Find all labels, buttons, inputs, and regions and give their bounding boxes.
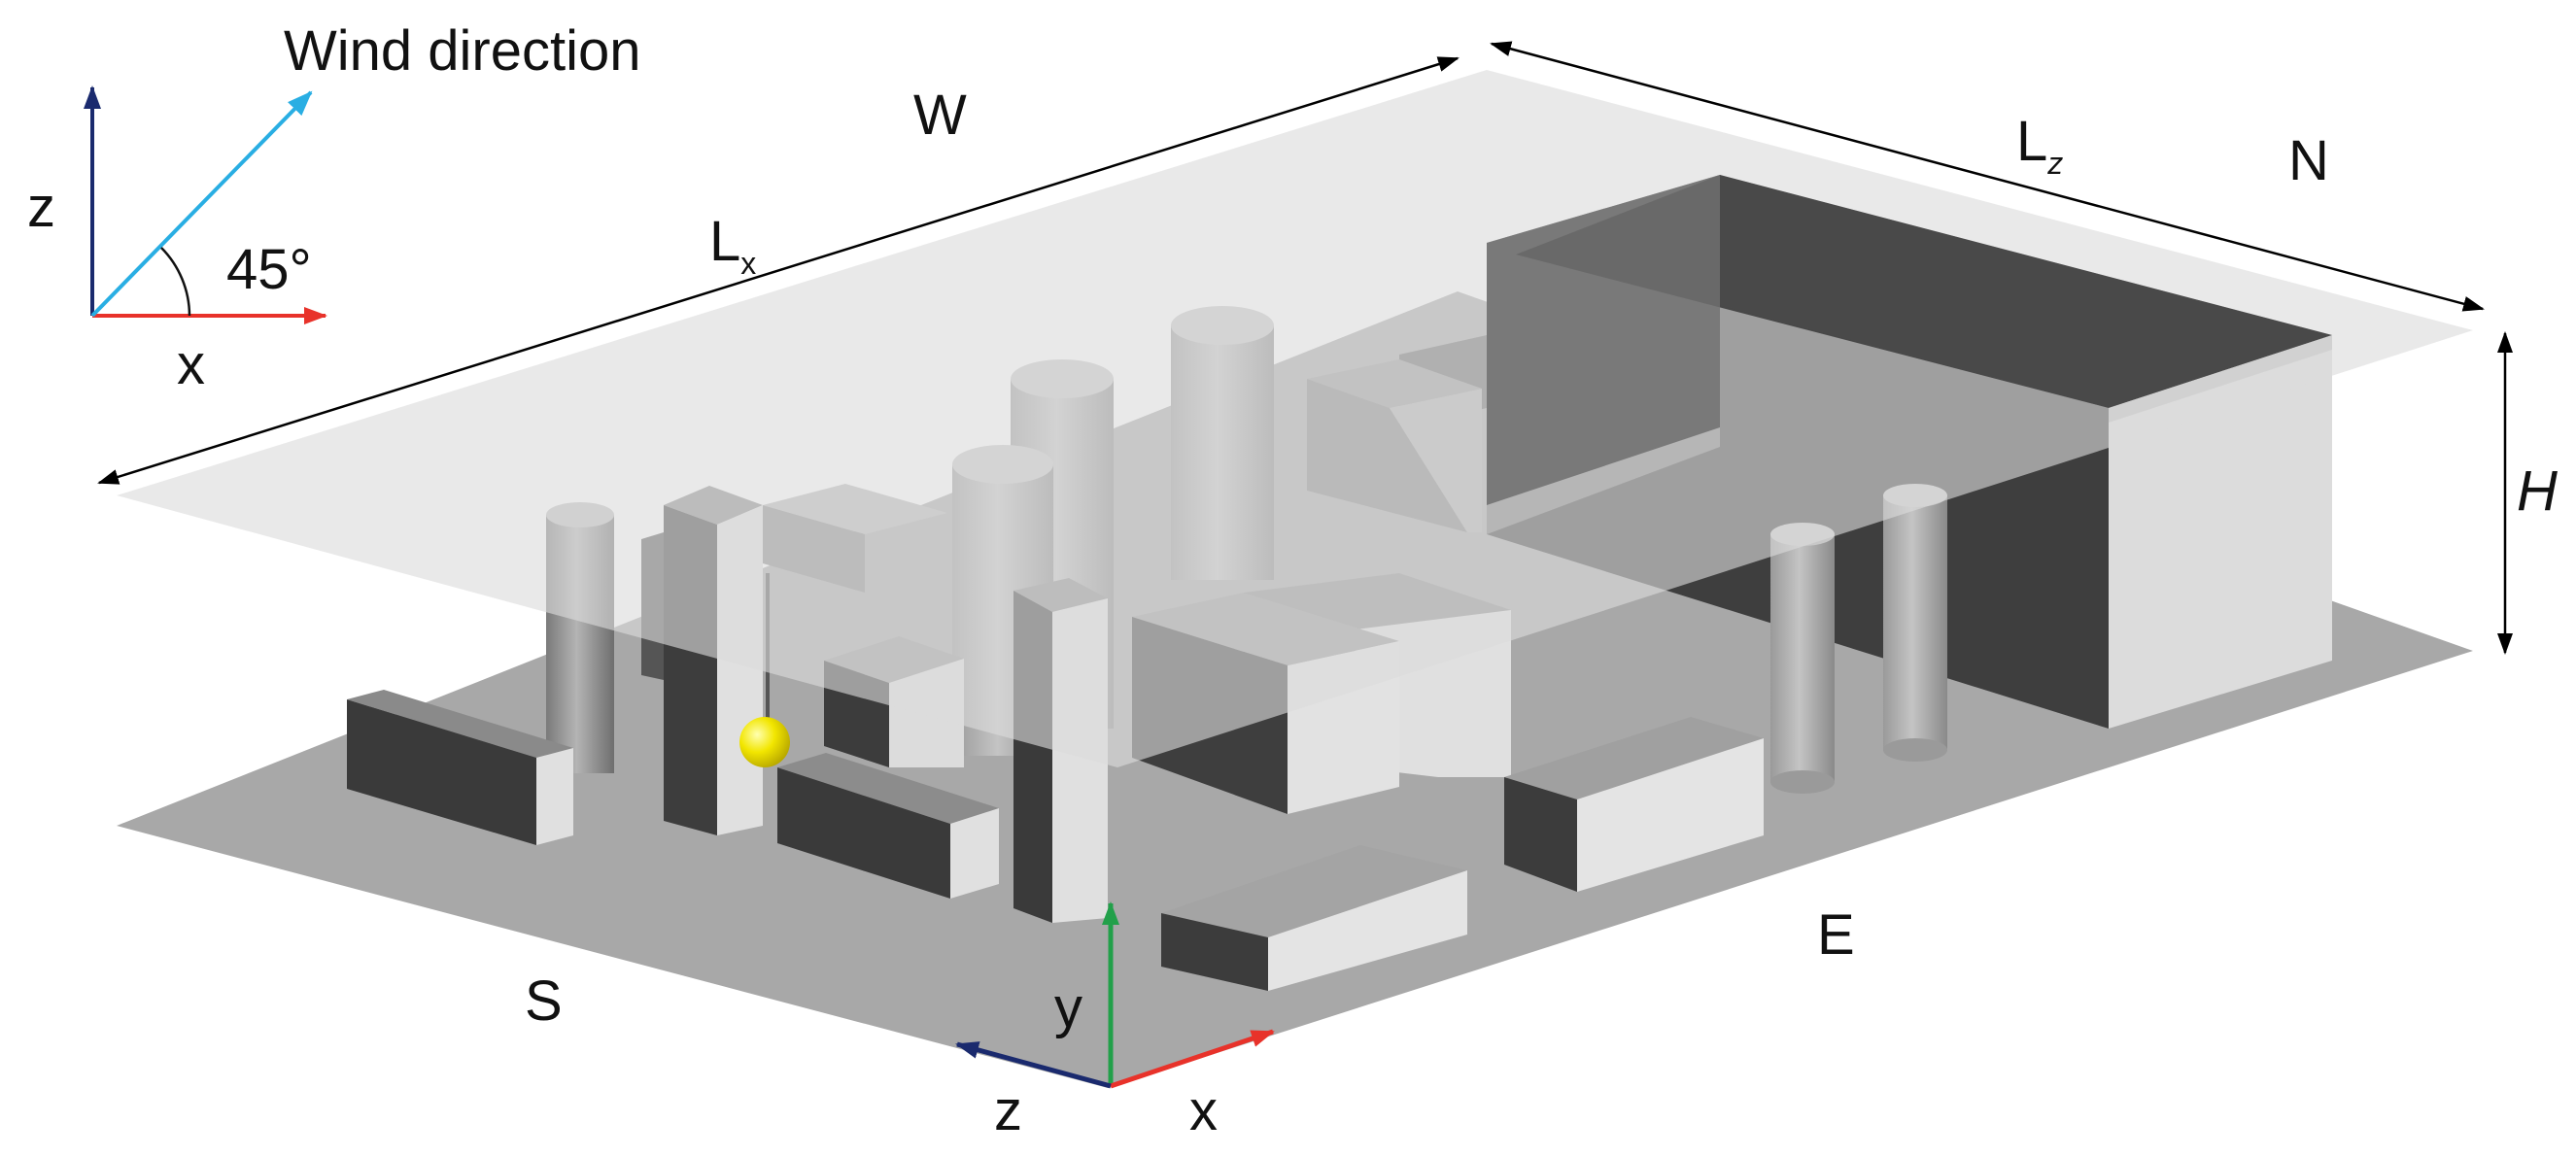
lz-label: Lz: [2016, 110, 2063, 181]
lx-label: Lx: [709, 210, 756, 281]
wind-direction-arrow: [90, 90, 313, 318]
box-front-center: [1161, 845, 1467, 991]
probe-sphere: [739, 717, 790, 767]
origin-x-label: x: [1189, 1079, 1218, 1142]
origin-y-label: y: [1054, 976, 1082, 1039]
wind-legend: Wind direction 45° z x: [27, 19, 640, 396]
angle-label: 45°: [226, 238, 312, 301]
origin-z-axis: [955, 1041, 1112, 1089]
origin-z-label: z: [994, 1079, 1022, 1142]
legend-z-label: z: [27, 176, 55, 239]
origin-axes: y z x: [955, 901, 1275, 1142]
lz-dimension-line: [1490, 41, 2485, 312]
compass-south: S: [525, 969, 563, 1033]
compass-west: W: [913, 84, 967, 147]
box-right-middle: [1504, 717, 1764, 892]
cylinder-right-1: [1770, 523, 1835, 794]
box-far-left: [347, 690, 573, 845]
wind-direction-label: Wind direction: [284, 19, 640, 83]
angle-arc: [160, 247, 191, 317]
legend-x-label: x: [177, 333, 205, 396]
cylinder-right-2: [1883, 484, 1947, 762]
lx-dimension-line: [97, 56, 1460, 485]
origin-x-axis: [1110, 1029, 1275, 1089]
box-front-left: [777, 753, 999, 899]
compass-east: E: [1817, 903, 1855, 967]
compass-north: N: [2288, 129, 2329, 192]
h-label: H: [2517, 459, 2558, 523]
